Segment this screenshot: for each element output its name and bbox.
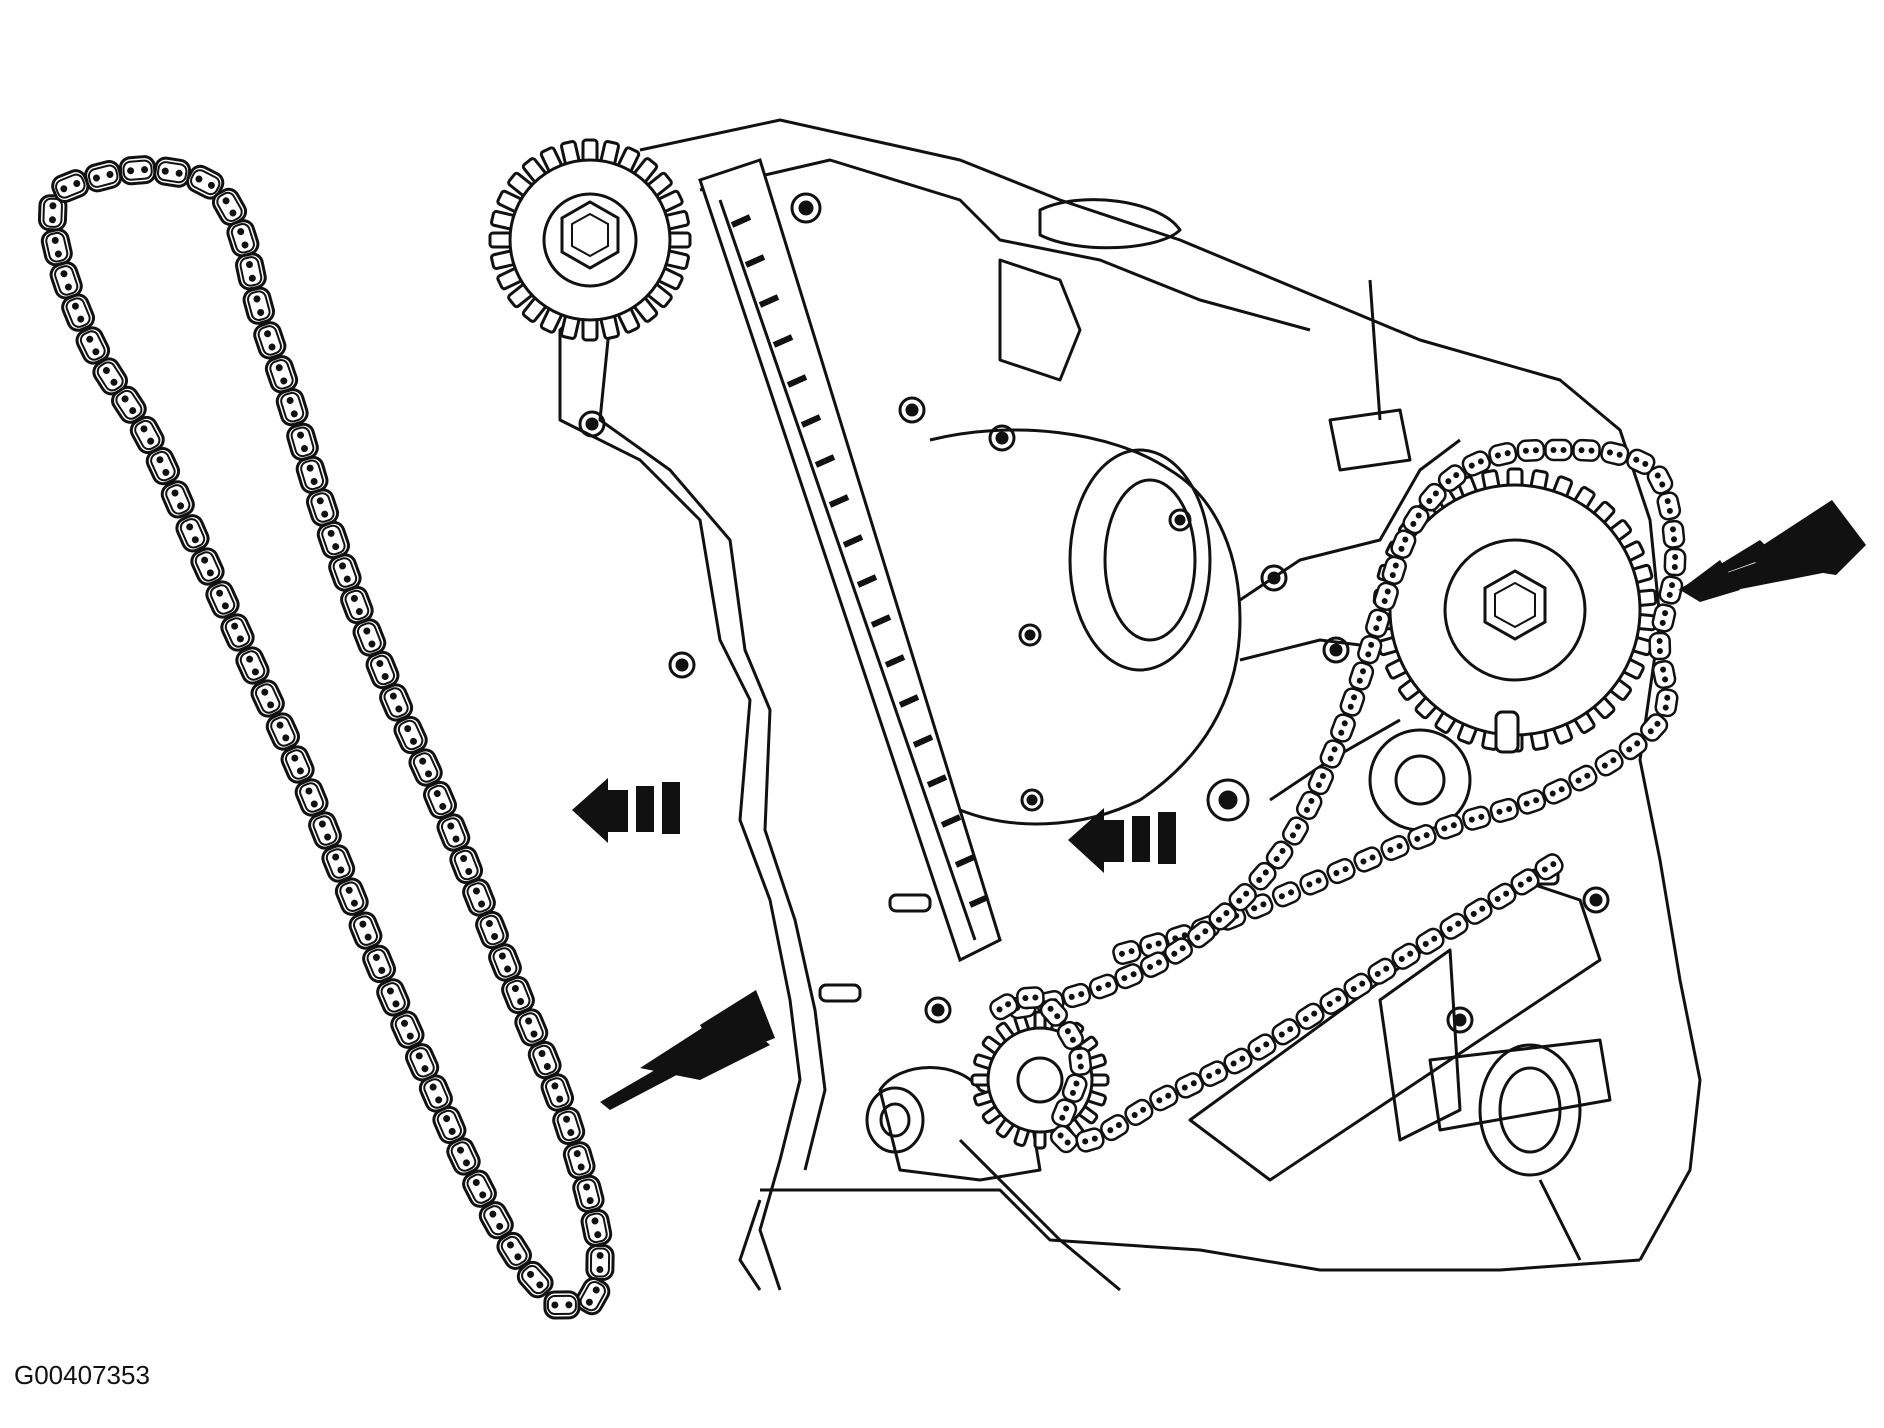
camshaft-sprocket-left [488,138,692,342]
timing-chain [37,154,615,1320]
chain-link [1487,795,1521,825]
chain-link [1355,633,1385,667]
crankshaft-sprocket [970,1010,1110,1150]
chain-link [570,1172,607,1216]
chain-link [1110,938,1144,967]
chain-link [1544,438,1573,462]
chain-link [1649,601,1678,635]
chain-link [240,284,278,328]
removal-arrow-left [572,778,680,843]
chain-link [1660,519,1687,550]
figure-id-label: G00407353 [14,1360,150,1390]
chain-link [1363,606,1393,640]
removal-arrow-center [1068,808,1176,873]
chain-link [38,226,75,269]
chain-link [1648,631,1672,661]
chain-link [585,1243,615,1282]
engine-block [558,118,1702,1292]
chain-link [1337,685,1368,719]
chain-link [543,1290,581,1320]
chain-link [151,155,193,190]
chain-link [1015,985,1046,1010]
chain-link [1516,438,1546,463]
chain-link [1514,786,1549,817]
chain-link [1653,687,1680,719]
chain-link [1571,438,1602,463]
chain-link [1346,659,1377,693]
chain-link [1323,855,1359,887]
chain-link [1377,832,1413,864]
chain-link [223,216,262,260]
chain-link [233,250,269,293]
arrow-right-sprocket [1678,500,1866,602]
chain-link [1269,878,1304,910]
chain-link [1460,803,1494,833]
chain-link [1327,711,1359,745]
chain-link [1565,761,1601,795]
chain-link [283,420,322,464]
chain-link [1350,843,1386,876]
chain-link [1067,1046,1093,1077]
chain-guide-left [698,158,1002,963]
chain-link [46,258,86,303]
chain-link [560,1138,598,1182]
arrow-removed-chain [600,990,775,1110]
chain-link [549,1104,588,1148]
chain-link [1654,489,1683,523]
chain-link [1486,440,1519,469]
chain-link [1650,658,1678,691]
chain-link [118,154,158,186]
chain-link [81,157,125,195]
chain-link [1296,866,1332,899]
chain-link [1663,547,1687,577]
chain-link [273,385,312,429]
chain-link [1059,980,1094,1011]
chain-link [250,318,290,363]
chain-link [578,1207,614,1249]
